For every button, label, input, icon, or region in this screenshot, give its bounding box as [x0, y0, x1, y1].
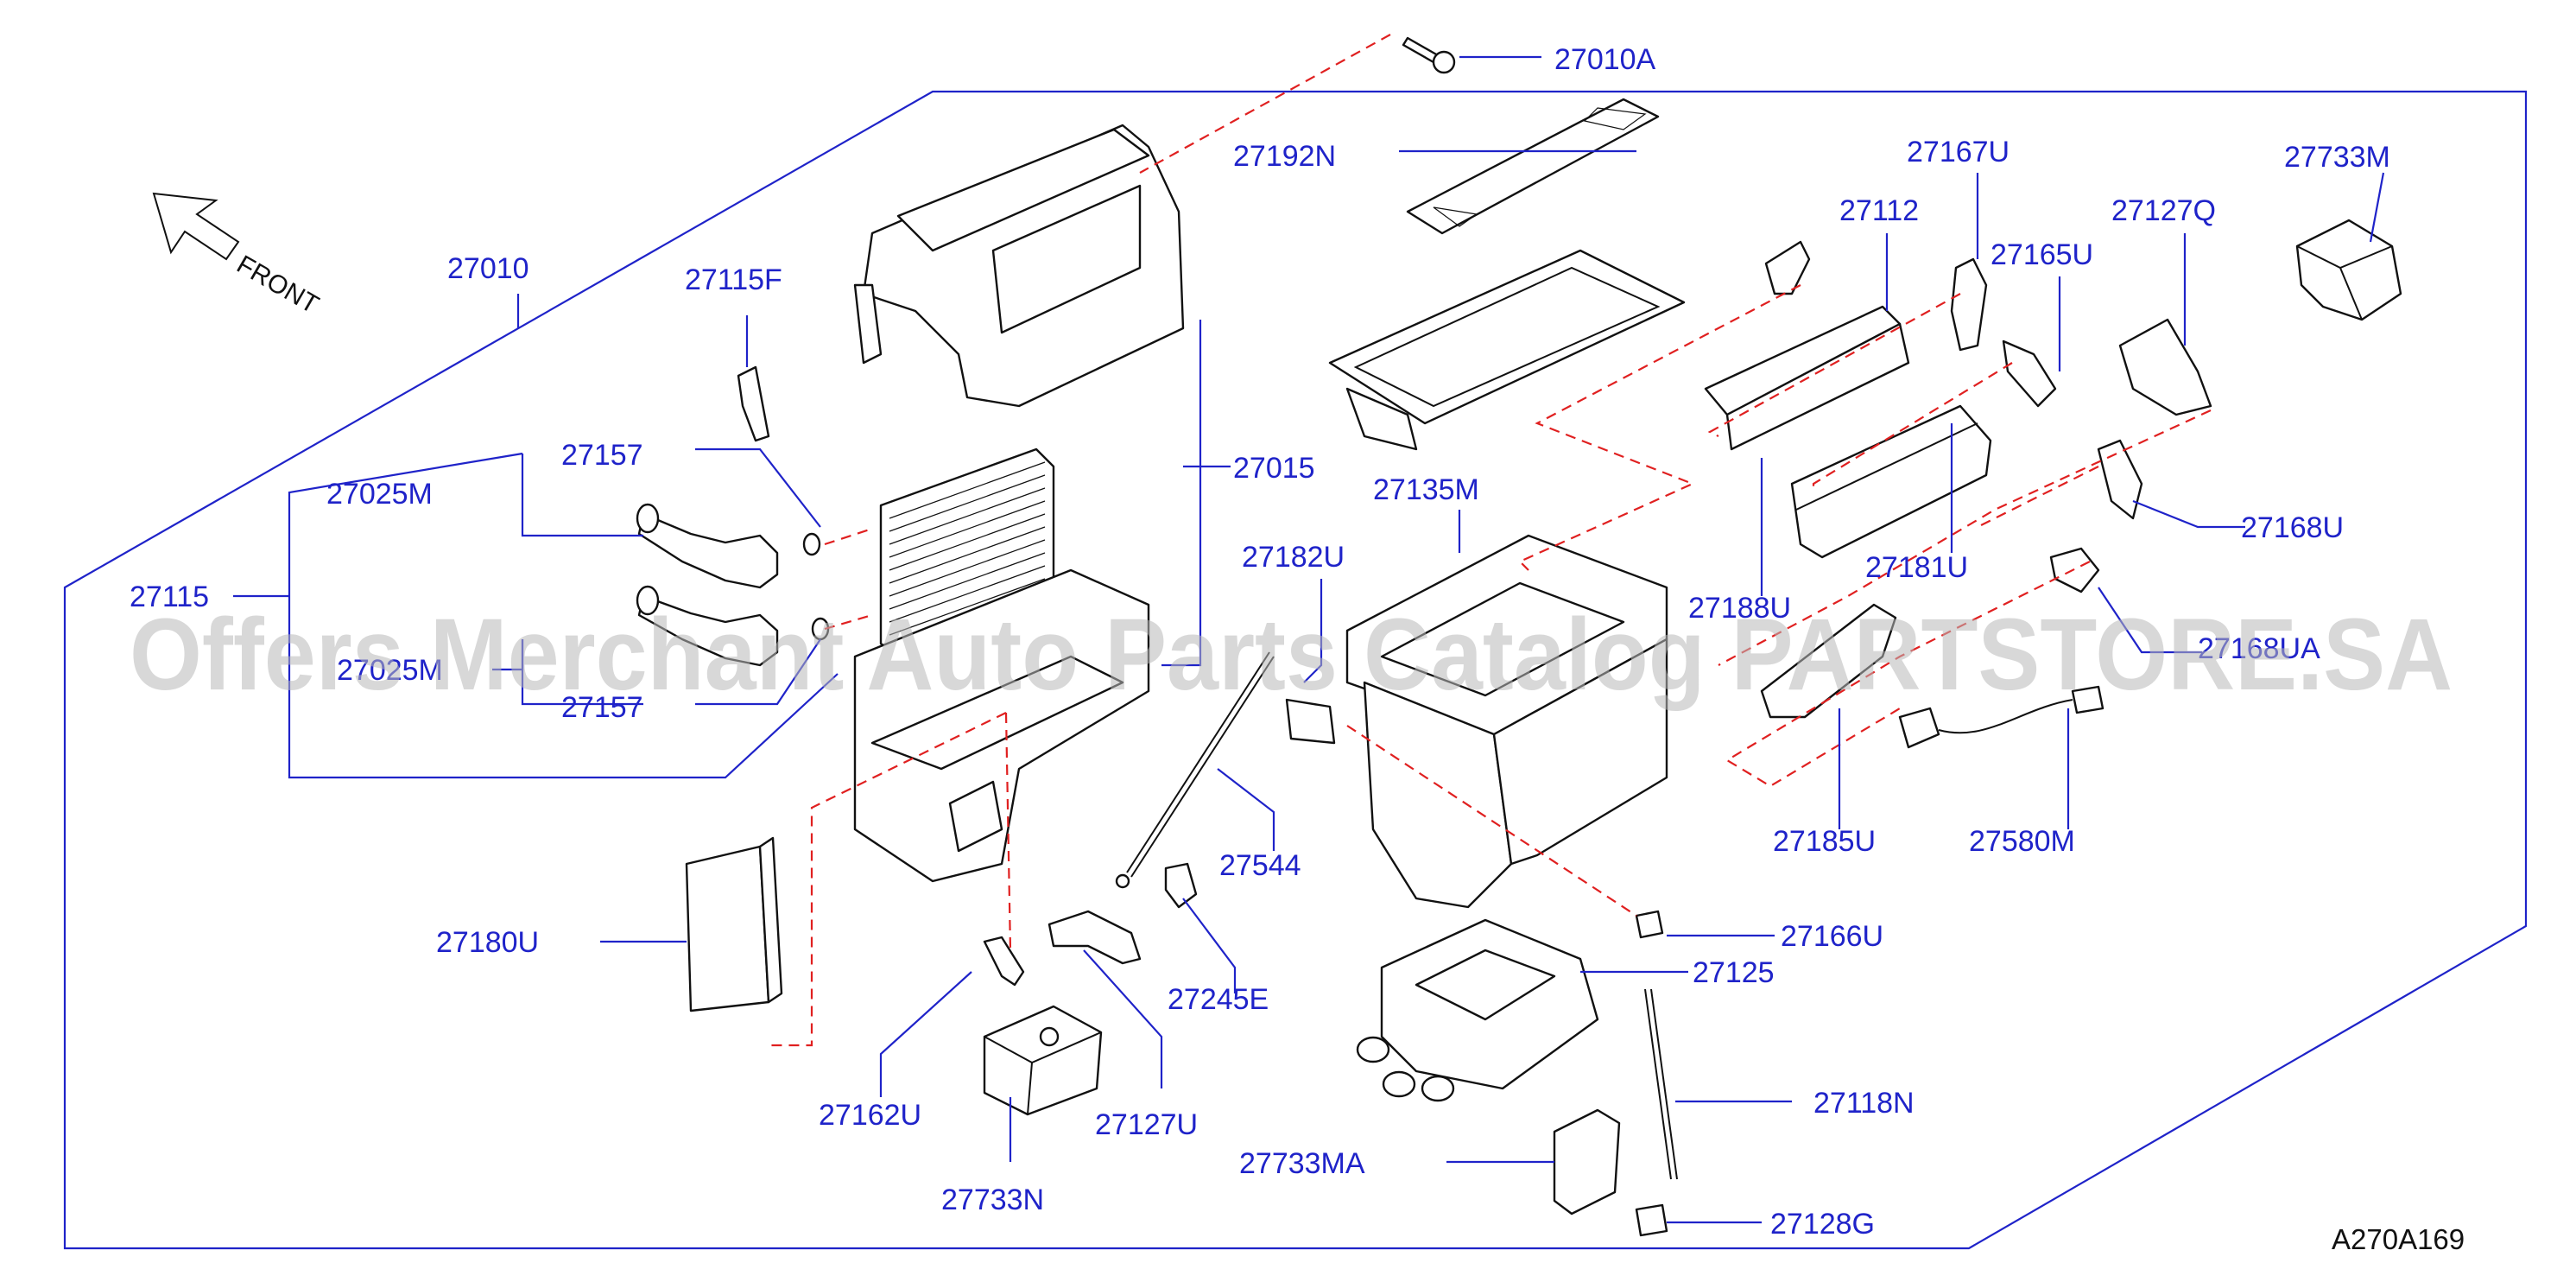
- door-185u-part: [1760, 603, 1897, 719]
- part-label[interactable]: 27181U: [1865, 551, 1968, 584]
- lever-112-part: [1764, 240, 1811, 295]
- lower-case-part: [853, 568, 1150, 883]
- lever-168u-part: [2097, 439, 2143, 520]
- part-label[interactable]: 27125: [1693, 956, 1775, 989]
- part-label[interactable]: 27127Q: [2111, 194, 2216, 227]
- part-label[interactable]: 27115: [130, 581, 209, 613]
- part-label[interactable]: 27245E: [1168, 983, 1269, 1016]
- lever-165u-part: [2002, 340, 2057, 408]
- part-label[interactable]: 27157: [561, 691, 643, 724]
- part-label[interactable]: 27115F: [685, 263, 782, 296]
- clip-small-part: [1164, 862, 1198, 909]
- filter-door-part: [685, 836, 783, 1012]
- part-label[interactable]: 27166U: [1781, 920, 1883, 953]
- part-label[interactable]: 27168U: [2241, 511, 2344, 544]
- actuator-bottom-part: [1553, 1108, 1621, 1215]
- leader-lines: [233, 55, 2385, 1224]
- front-label: FRONT: [232, 250, 324, 319]
- part-label[interactable]: 27128G: [1770, 1208, 1875, 1241]
- seal-part: [1285, 698, 1336, 745]
- clip-128g-part: [1635, 1203, 1668, 1237]
- door-188u-part: [1704, 305, 1910, 451]
- cable-part: [1115, 651, 1275, 889]
- upper-case-part: [853, 124, 1185, 408]
- part-label[interactable]: 27157: [561, 439, 643, 472]
- part-label[interactable]: 27168UA: [2198, 632, 2320, 665]
- clip-166u-part: [1635, 910, 1664, 939]
- link-part: [1047, 910, 1142, 965]
- part-label[interactable]: 27182U: [1242, 541, 1345, 574]
- filter-part: [1406, 98, 1660, 235]
- assembly-dashes: [769, 34, 2212, 1047]
- blower-case-part: [1356, 918, 1599, 1102]
- part-label[interactable]: 27180U: [436, 926, 539, 959]
- part-label[interactable]: 27167U: [1907, 136, 2010, 168]
- front-arrow-icon: [152, 192, 240, 261]
- lever-168ua-part: [2049, 547, 2100, 593]
- part-label[interactable]: 27010A: [1554, 43, 1656, 76]
- rod-part: [1644, 988, 1678, 1180]
- part-label[interactable]: 27135M: [1373, 473, 1479, 506]
- part-label[interactable]: 27162U: [819, 1099, 921, 1132]
- part-labels: 27010A 27192N 27010 27115F 27157 27025M …: [130, 43, 2390, 1241]
- part-label[interactable]: 27015: [1233, 452, 1315, 485]
- part-label[interactable]: 27112: [1839, 194, 1919, 227]
- actuator-right-part: [2295, 219, 2402, 321]
- screw-part: [1402, 36, 1456, 74]
- pipe-upper-part: [636, 503, 821, 589]
- assembly-frame: [63, 90, 2528, 1250]
- diagram-reference: A270A169: [2332, 1223, 2465, 1255]
- part-label[interactable]: 27733M: [2284, 141, 2390, 174]
- part-label[interactable]: 27165U: [1991, 238, 2093, 271]
- intake-frame-part: [1328, 249, 1686, 451]
- pipe-lower-part: [636, 585, 830, 667]
- part-label[interactable]: 27127U: [1095, 1108, 1198, 1141]
- part-label[interactable]: 27025M: [337, 654, 443, 687]
- part-label[interactable]: 27118N: [1813, 1087, 1915, 1120]
- part-label[interactable]: 27544: [1219, 849, 1301, 882]
- part-label[interactable]: 27733MA: [1239, 1147, 1365, 1180]
- part-label[interactable]: 27188U: [1688, 592, 1791, 625]
- lever-part: [983, 936, 1025, 987]
- part-label[interactable]: 27733N: [941, 1184, 1044, 1216]
- actuator-left-part: [983, 1005, 1103, 1116]
- part-label[interactable]: 27185U: [1773, 825, 1876, 858]
- intake-case-part: [1345, 534, 1668, 909]
- watermark: Offers Merchant Auto Parts Catalog PARTS…: [130, 598, 2453, 712]
- lever-167u-part: [1950, 257, 1988, 352]
- clip-part: [737, 365, 770, 442]
- bracket-127q-part: [2118, 318, 2212, 416]
- part-label[interactable]: 27025M: [326, 478, 433, 511]
- harness-part: [1898, 685, 2104, 749]
- part-label[interactable]: 27192N: [1233, 140, 1336, 173]
- part-label[interactable]: 27010: [447, 252, 529, 285]
- part-label[interactable]: 27580M: [1969, 825, 2075, 858]
- door-181u-part: [1790, 404, 1992, 559]
